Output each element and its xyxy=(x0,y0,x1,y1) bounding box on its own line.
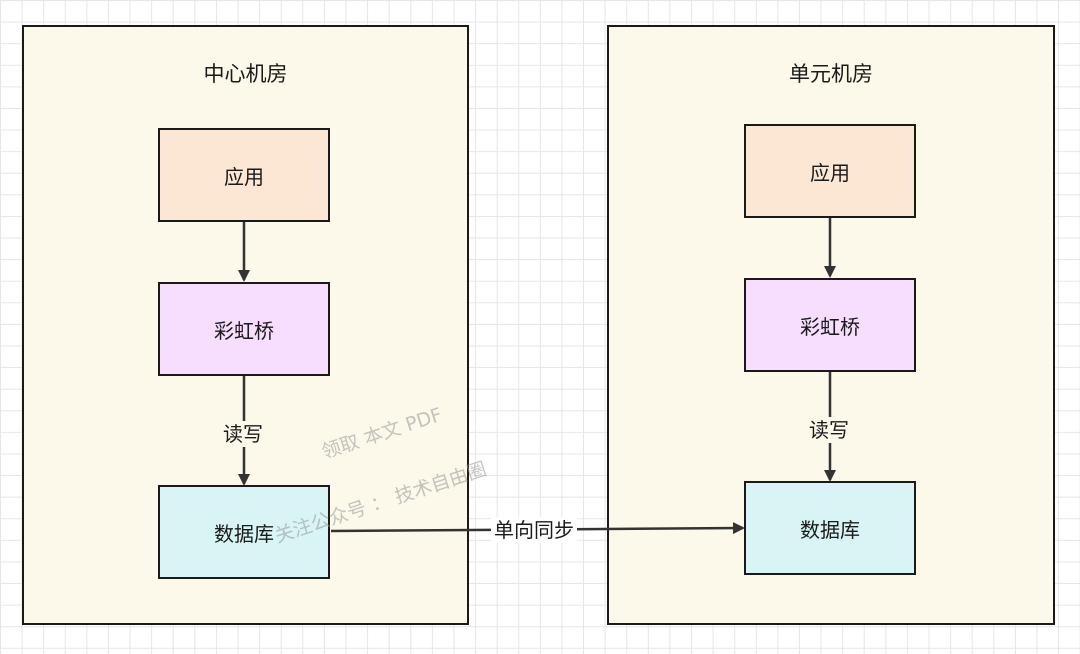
center-bridge-node[interactable]: 彩虹桥 xyxy=(158,282,330,376)
center-room-title: 中心机房 xyxy=(203,62,288,86)
center-rw-label: 读写 xyxy=(221,421,265,447)
unit-db-node[interactable]: 数据库 xyxy=(744,481,916,575)
unit-bridge-node[interactable]: 彩虹桥 xyxy=(744,278,916,372)
center-app-node[interactable]: 应用 xyxy=(158,128,330,222)
center-db-node[interactable]: 数据库 xyxy=(158,485,330,579)
unit-app-node[interactable]: 应用 xyxy=(744,124,916,218)
sync-label: 单向同步 xyxy=(491,517,577,543)
unit-room-title: 单元机房 xyxy=(789,62,873,86)
unit-rw-label: 读写 xyxy=(807,417,851,443)
